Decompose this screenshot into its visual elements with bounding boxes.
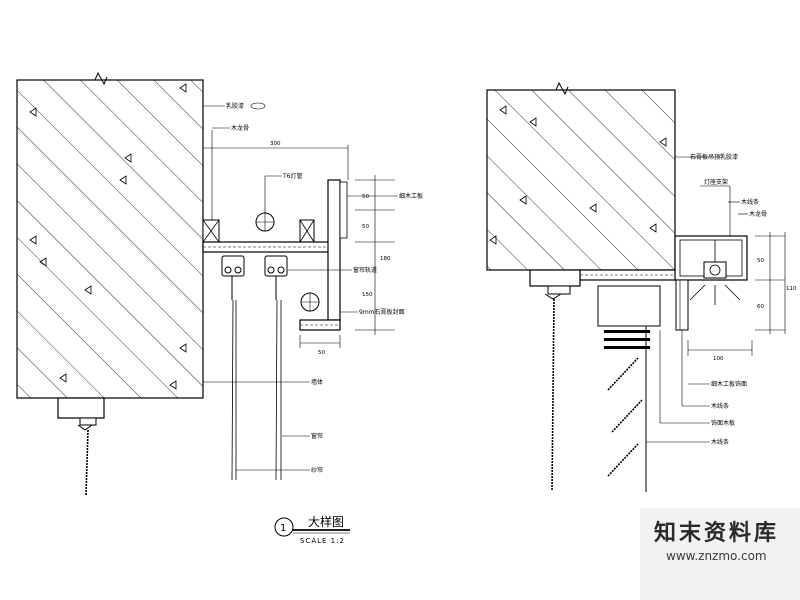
left-note-9: 纱帘 (311, 466, 323, 474)
right-curtain-hooks (604, 330, 650, 349)
drawing-number-circle (274, 517, 294, 537)
right-break-mark (555, 81, 569, 96)
dim-right-2: 50 (757, 258, 764, 264)
left-note-5: 窗帘轨道 (353, 266, 377, 274)
dim-left-2: 50 (362, 194, 369, 200)
right-note-7: 饰面木板 (711, 419, 735, 427)
right-curtain-box (597, 285, 661, 327)
right-note-6: 木线条 (711, 402, 729, 410)
left-note-8: 窗帘 (311, 432, 323, 440)
dim-left-4: 180 (380, 256, 391, 262)
left-note-1: 乳胶漆 (226, 102, 244, 110)
drawing-scale: SCALE 1:2 (300, 537, 345, 545)
left-detail: 300 50 50 180 150 50 乳胶漆 木龙骨 T6灯管 细木工板 窗… (16, 71, 423, 496)
dim-right-3: 60 (757, 304, 764, 310)
right-note-4: 木龙骨 (749, 210, 767, 218)
right-note-3: 木线条 (741, 198, 759, 206)
left-curtain-line (231, 299, 234, 481)
left-note-2: 木龙骨 (231, 124, 249, 132)
left-aggregate-marks (29, 83, 187, 390)
watermark: 知末资料库 www.znzmo.com (640, 508, 800, 600)
left-curtain-track (221, 255, 288, 277)
dim-right-1: 100 (713, 356, 724, 362)
dim-left-6: 50 (318, 350, 325, 356)
right-note-5: 细木工板饰面 (711, 380, 747, 388)
left-note-3: T6灯管 (282, 172, 302, 180)
left-note-4: 细木工板 (399, 192, 423, 200)
right-detail: 100 50 60 110 石膏板吊顶乳胶漆 灯座支架 木线条 木龙骨 细木工板… (486, 81, 797, 492)
watermark-url: www.znzmo.com (666, 549, 767, 563)
left-break-mark (94, 71, 108, 86)
right-note-1: 石膏板吊顶乳胶漆 (690, 153, 738, 161)
right-wood-strip (675, 279, 689, 331)
watermark-name: 知末资料库 (654, 520, 779, 546)
drawing-title-block: 1 大样图 SCALE 1:2 (274, 514, 350, 545)
right-lamp-icon (703, 261, 727, 279)
left-vertical-board (327, 179, 341, 321)
dim-left-1: 300 (270, 141, 281, 147)
dim-left-5: 150 (362, 292, 373, 298)
left-concrete-wall (16, 79, 204, 399)
dim-right-4: 110 (786, 286, 797, 292)
dim-left-3: 50 (362, 224, 369, 230)
right-bracket (529, 269, 581, 287)
left-bottom-bracket (57, 397, 105, 419)
left-note-7: 墙体 (311, 378, 323, 386)
left-note-6: 9mm石膏板封面 (359, 308, 405, 316)
right-note-2: 灯座支架 (704, 178, 728, 186)
drawing-number: 1 (280, 523, 286, 534)
right-concrete-wall (486, 89, 676, 271)
drawing-title: 大样图 (308, 514, 344, 529)
right-note-8: 木线条 (711, 438, 729, 446)
